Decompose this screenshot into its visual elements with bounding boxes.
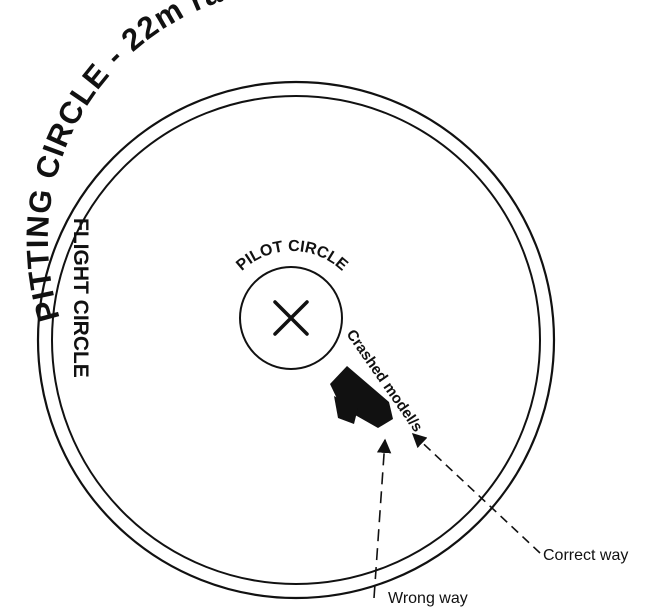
correct-way-arrow	[413, 434, 540, 553]
pitting-circle-boundary	[38, 82, 554, 598]
flight-circle-boundary	[52, 96, 540, 584]
pilot-circle-label: PILOT CIRCLE	[233, 238, 351, 275]
correct-way-label: Correct way	[543, 547, 628, 564]
wrong-way-label: Wrong way	[388, 590, 468, 607]
wrong-way-arrow	[374, 440, 385, 598]
pilot-position-cross-icon	[275, 302, 307, 334]
flight-circle-label: FLIGHT CIRCLE	[69, 218, 92, 378]
